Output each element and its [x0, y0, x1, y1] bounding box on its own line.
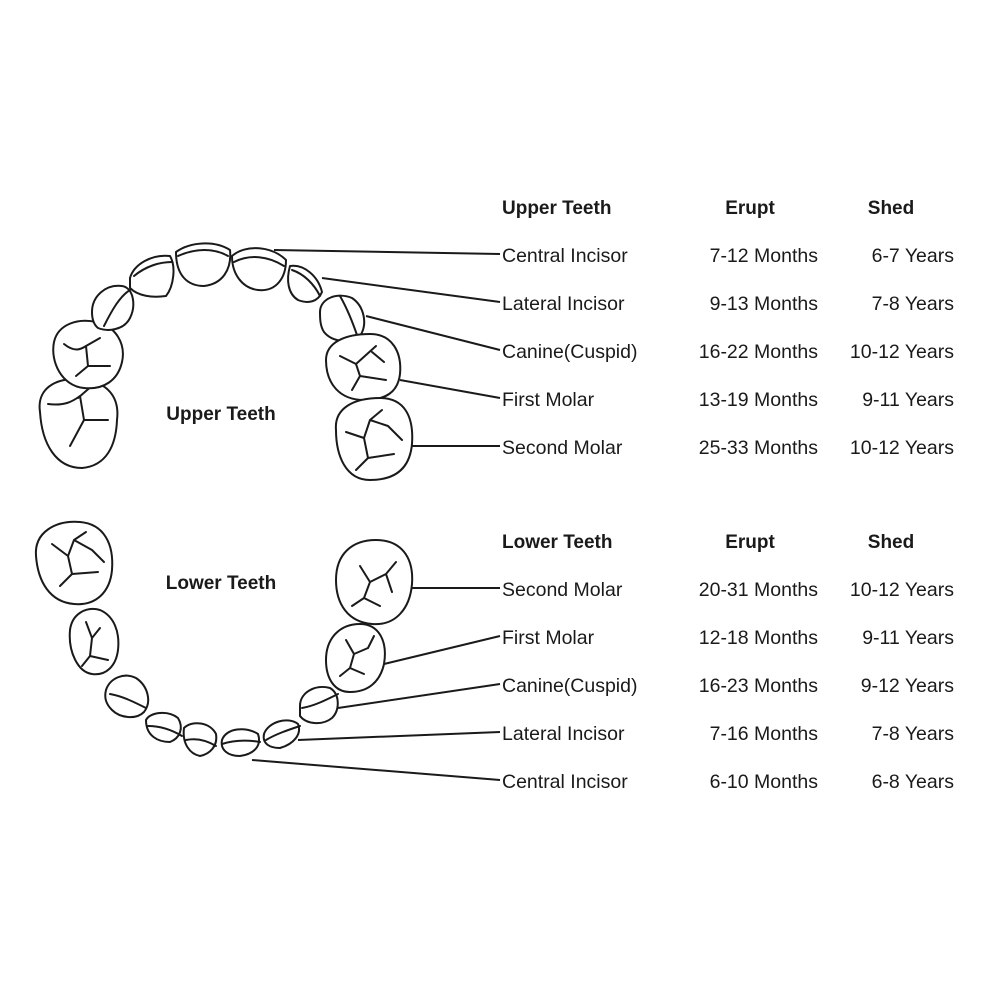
upper-row-shed: 10-12 Years [850, 341, 954, 363]
lower-row-name: Second Molar [502, 579, 623, 601]
upper-row: Second Molar 25-33 Months 10-12 Years [502, 437, 954, 459]
upper-row-name: Lateral Incisor [502, 293, 625, 315]
lower-leader-canine [337, 683, 501, 709]
upper-row-name: Second Molar [502, 437, 623, 459]
lower-right-first-molar [325, 623, 386, 693]
lower-left-second-molar [34, 520, 114, 606]
lower-left-central-incisor [182, 722, 218, 757]
upper-header-erupt: Erupt [725, 198, 775, 219]
upper-right-central-incisor [231, 247, 287, 292]
lower-row-shed: 9-11 Years [862, 627, 954, 649]
lower-row-erupt: 6-10 Months [710, 771, 819, 793]
upper-left-first-molar [52, 319, 124, 390]
lower-row-shed: 9-12 Years [861, 675, 954, 697]
upper-left-canine [91, 284, 135, 331]
upper-row-shed: 10-12 Years [850, 437, 954, 459]
upper-table: Upper Teeth Erupt Shed Central Incisor 7… [502, 198, 954, 459]
lower-row-name: Canine(Cuspid) [502, 675, 637, 697]
upper-row: First Molar 13-19 Months 9-11 Years [502, 389, 954, 411]
upper-row-erupt: 9-13 Months [710, 293, 819, 315]
upper-row-erupt: 7-12 Months [710, 245, 819, 267]
upper-row-erupt: 13-19 Months [699, 389, 818, 411]
upper-leader-first-molar [399, 379, 501, 399]
upper-row-erupt: 25-33 Months [699, 437, 818, 459]
lower-leader-first-molar [383, 635, 501, 665]
lower-row-name: Lateral Incisor [502, 723, 625, 745]
upper-row-shed: 6-7 Years [872, 245, 955, 267]
lower-right-lateral-incisor [262, 719, 301, 749]
lower-left-lateral-incisor [145, 712, 183, 743]
lower-table: Lower Teeth Erupt Shed Second Molar 20-3… [502, 532, 954, 793]
lower-right-second-molar [335, 539, 414, 626]
lower-row-name: Central Incisor [502, 771, 628, 793]
lower-row: First Molar 12-18 Months 9-11 Years [502, 627, 954, 649]
lower-arch-title: Lower Teeth [166, 573, 277, 594]
lower-leader-lateral-incisor [297, 731, 501, 741]
lower-left-canine [104, 674, 150, 718]
upper-arch-title: Upper Teeth [166, 404, 275, 425]
upper-row-name: Canine(Cuspid) [502, 341, 637, 363]
upper-row-erupt: 16-22 Months [699, 341, 818, 363]
upper-leader-canine [365, 315, 501, 351]
lower-right-canine [299, 686, 339, 724]
lower-row: Central Incisor 6-10 Months 6-8 Years [502, 771, 954, 793]
upper-row: Canine(Cuspid) 16-22 Months 10-12 Years [502, 341, 954, 363]
lower-leader-lines [251, 587, 501, 781]
upper-right-second-molar [334, 397, 414, 481]
upper-header-shed: Shed [868, 198, 914, 219]
lower-row: Lateral Incisor 7-16 Months 7-8 Years [502, 723, 954, 745]
lower-row-erupt: 20-31 Months [699, 579, 818, 601]
upper-leader-central-incisor [273, 249, 501, 255]
lower-right-central-incisor [220, 728, 261, 757]
lower-row-erupt: 12-18 Months [699, 627, 818, 649]
lower-row-shed: 6-8 Years [872, 771, 955, 793]
lower-leader-central-incisor [251, 759, 501, 781]
upper-left-second-molar [38, 378, 119, 469]
upper-row: Lateral Incisor 9-13 Months 7-8 Years [502, 293, 954, 315]
lower-row-erupt: 7-16 Months [710, 723, 819, 745]
lower-row: Canine(Cuspid) 16-23 Months 9-12 Years [502, 675, 954, 697]
upper-row: Central Incisor 7-12 Months 6-7 Years [502, 245, 954, 267]
upper-leader-lateral-incisor [321, 277, 501, 303]
upper-row-name: Central Incisor [502, 245, 628, 267]
lower-arch [34, 520, 414, 757]
upper-row-shed: 9-11 Years [862, 389, 954, 411]
lower-header-shed: Shed [868, 532, 914, 553]
lower-left-first-molar [68, 608, 120, 676]
lower-header-erupt: Erupt [725, 532, 775, 553]
upper-arch [38, 242, 414, 481]
lower-header-name: Lower Teeth [502, 532, 613, 553]
upper-leader-lines [273, 249, 501, 447]
lower-row-shed: 7-8 Years [872, 723, 955, 745]
lower-row-shed: 10-12 Years [850, 579, 954, 601]
upper-right-lateral-incisor [287, 264, 323, 303]
upper-row-name: First Molar [502, 389, 595, 411]
lower-row: Second Molar 20-31 Months 10-12 Years [502, 579, 954, 601]
upper-header-name: Upper Teeth [502, 198, 611, 219]
upper-row-shed: 7-8 Years [872, 293, 955, 315]
upper-right-first-molar [325, 333, 402, 401]
lower-row-erupt: 16-23 Months [699, 675, 818, 697]
lower-row-name: First Molar [502, 627, 595, 649]
upper-left-central-incisor [175, 242, 232, 287]
upper-left-lateral-incisor [129, 254, 175, 298]
